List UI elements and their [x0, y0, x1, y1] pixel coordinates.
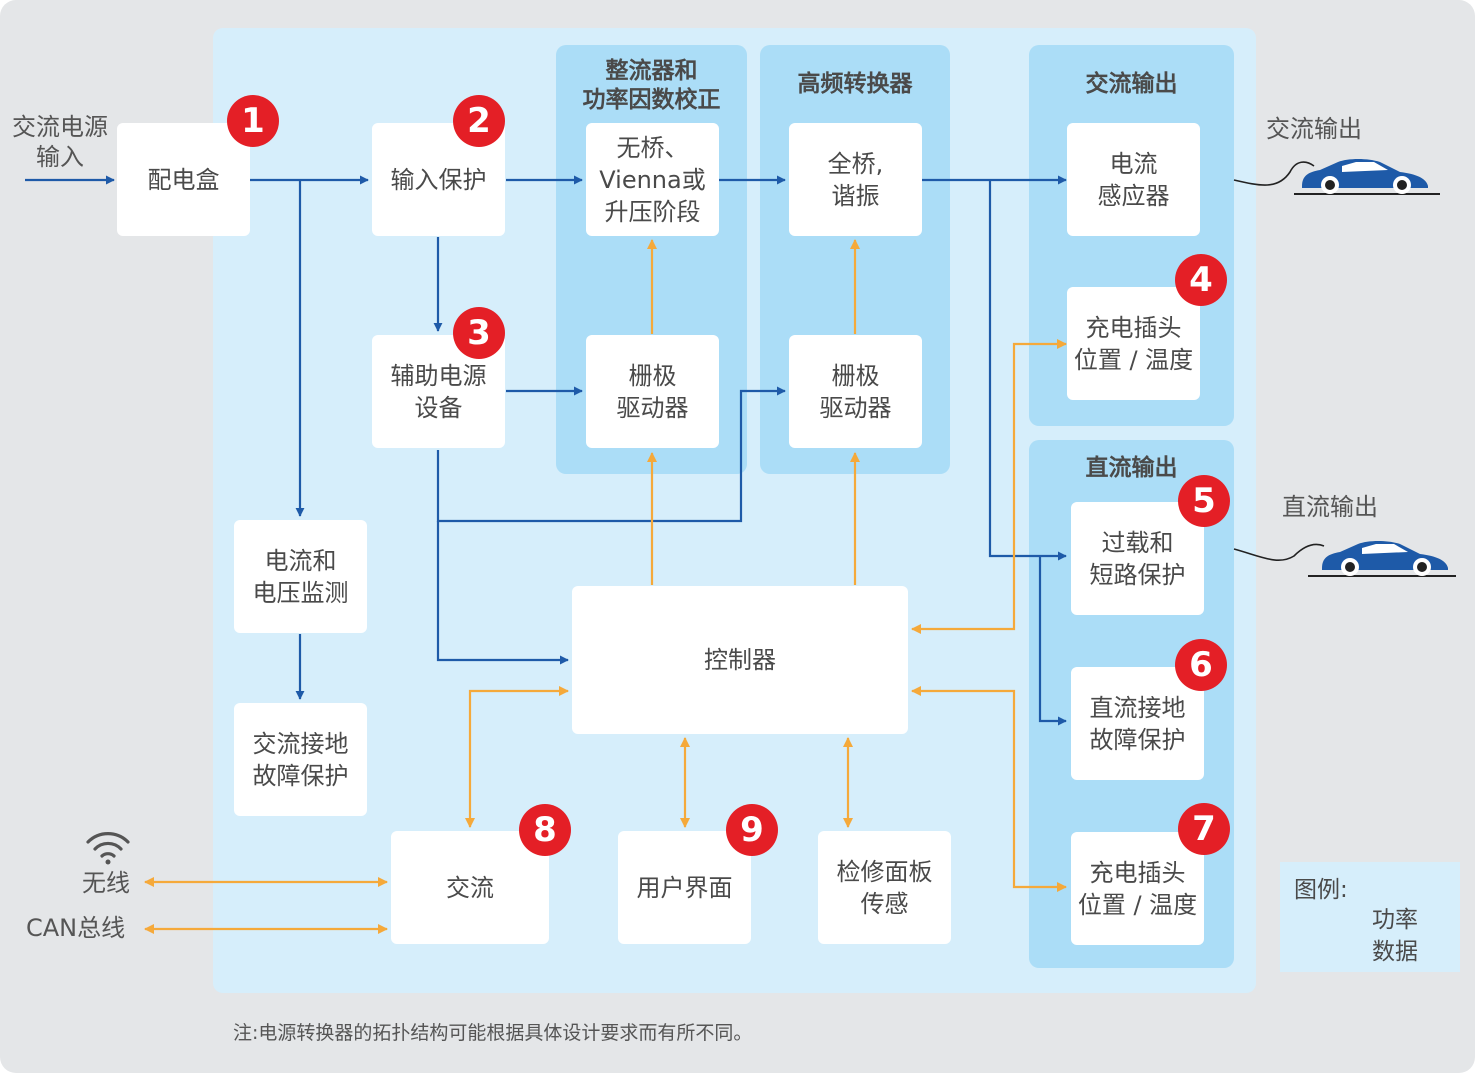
power-line-dc-to-ground-fault: [1038, 556, 1067, 726]
ac-plug-temp-box: 充电插头 位置 / 温度: [1067, 287, 1200, 400]
ac-input-label: 交流电源 输入: [12, 113, 108, 171]
user-interface-box: 用户界面: [618, 831, 751, 944]
overload-short-box: 过载和 短路保护: [1071, 502, 1204, 615]
comm-box: 交流: [391, 831, 549, 944]
ac-ground-fault-box: 交流接地 故障保护: [234, 703, 367, 816]
distribution-box: 配电盒: [117, 123, 250, 236]
legend-power-label: 功率: [1372, 907, 1418, 933]
current-sensor-box: 电流 感应器: [1067, 123, 1200, 236]
wireless-label: 无线: [82, 869, 130, 897]
power-line-aux-to-gate-driver-2: [436, 386, 786, 523]
output-cable-ac: [1233, 161, 1315, 186]
number-badge-7: 7: [1178, 803, 1230, 855]
car-icon: [1322, 541, 1448, 576]
data-line-controller-to-dc-plug: [911, 686, 1067, 892]
group-hf-title: 高频转换器: [797, 71, 913, 97]
wifi-icon: [86, 832, 130, 865]
group-dc-output-title: 直流输出: [1085, 455, 1178, 481]
car-icon: [1302, 159, 1428, 194]
data-line-controller-to-ac-plug: [911, 339, 1067, 634]
number-badge-9: 9: [726, 804, 778, 856]
ac-output-label: 交流输出: [1266, 115, 1362, 143]
dc-output-label: 直流输出: [1282, 493, 1378, 521]
group-rectifier-title: 整流器和 功率因数校正: [582, 58, 721, 113]
vienna-boost-box: 无桥、 Vienna或 升压阶段: [586, 123, 719, 236]
number-badge-3: 3: [453, 307, 505, 359]
footnote: 注:电源转换器的拓扑结构可能根据具体设计要求而有所不同。: [233, 1022, 753, 1044]
power-line-aux-to-controller: [436, 521, 569, 665]
dc-plug-temp-box: 充电插头 位置 / 温度: [1071, 832, 1204, 945]
gate-driver-box-1: 栅极 驱动器: [586, 335, 719, 448]
power-line-to-dc-output: [988, 180, 1067, 561]
dc-ground-fault-box: 直流接地 故障保护: [1071, 667, 1204, 780]
number-badge-2: 2: [453, 95, 505, 147]
can-bus-label: CAN总线: [26, 914, 126, 942]
full-bridge-box: 全桥, 谐振: [789, 123, 922, 236]
gate-driver-box-2: 栅极 驱动器: [789, 335, 922, 448]
number-badge-5: 5: [1178, 475, 1230, 527]
number-badge-6: 6: [1175, 639, 1227, 691]
number-badge-8: 8: [519, 804, 571, 856]
number-badge-4: 4: [1175, 254, 1227, 306]
legend-data-label: 数据: [1372, 939, 1418, 965]
group-ac-output-title: 交流输出: [1085, 71, 1178, 97]
legend: 图例: 功率 数据: [1280, 862, 1460, 972]
service-panel-sensor-box: 检修面板 传感: [818, 831, 951, 944]
data-line-controller-to-comm: [465, 686, 569, 828]
legend-title: 图例:: [1294, 877, 1348, 903]
output-cable-dc: [1233, 543, 1325, 561]
current-voltage-monitor-box: 电流和 电压监测: [234, 520, 367, 633]
controller-box: 控制器: [572, 586, 908, 734]
number-badge-1: 1: [227, 95, 279, 147]
